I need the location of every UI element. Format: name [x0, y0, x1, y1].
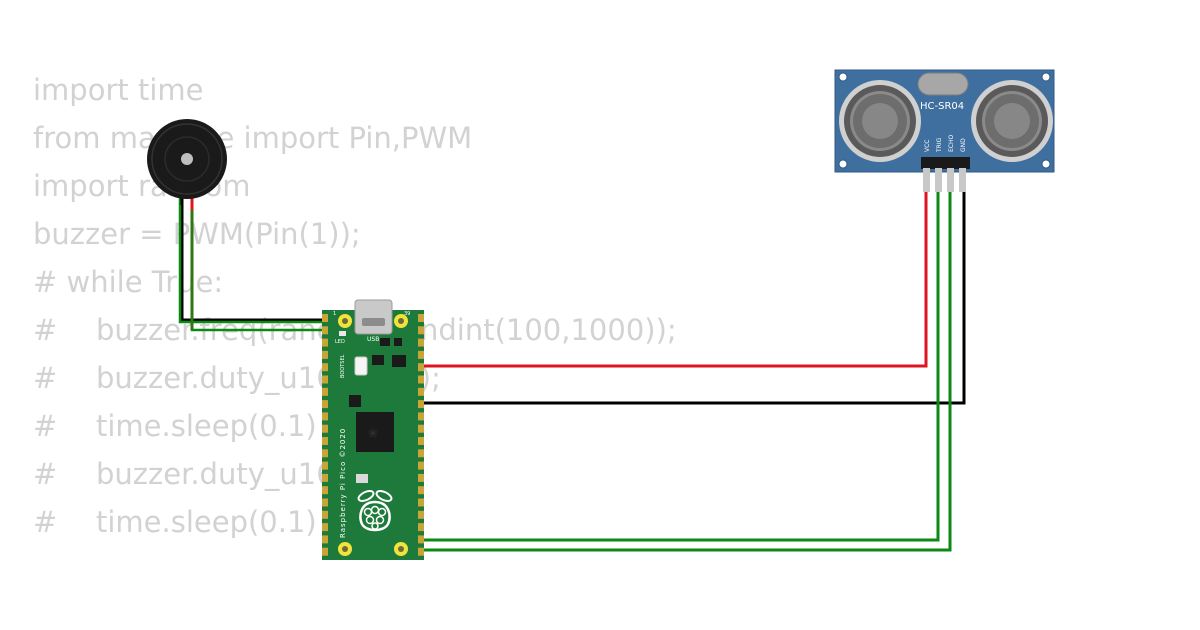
pin-39-label: 39: [404, 311, 410, 317]
usb-port[interactable]: [354, 299, 393, 335]
sensor-pin-echo-label: ECHO: [948, 135, 955, 152]
pico-pin-right[interactable]: [418, 437, 424, 445]
code-comment-marker: #: [33, 505, 58, 539]
pico-pin-left[interactable]: [322, 535, 328, 544]
pico-pin-left[interactable]: [322, 510, 328, 519]
led-label: LED: [335, 339, 345, 345]
pico-pin-left[interactable]: [322, 461, 328, 470]
pico-pin-left[interactable]: [322, 486, 328, 495]
pico-pin-headers: [322, 314, 424, 556]
pico-pin-right[interactable]: [418, 486, 424, 495]
code-line: # time.sleep(0.1): [33, 402, 677, 450]
pico-pin-left[interactable]: [322, 338, 328, 347]
code-comment-marker: #: [33, 409, 58, 443]
wire-trig-green[interactable]: [410, 190, 940, 542]
pico-pin-left[interactable]: [322, 314, 328, 322]
wire-gnd-black[interactable]: [410, 190, 966, 405]
pico-pin-left[interactable]: [322, 547, 328, 556]
pico-pin-left[interactable]: [322, 523, 328, 532]
pico-pin-right[interactable]: [418, 400, 424, 409]
pico-pin-right[interactable]: [418, 473, 424, 482]
pico-pin-left[interactable]: [322, 473, 328, 482]
piezo-buzzer-icon[interactable]: [147, 119, 227, 205]
code-comment-marker: #: [33, 313, 58, 347]
pico-pin-left[interactable]: [322, 424, 328, 433]
rp2040-chip: [356, 412, 394, 452]
code-line-text: import time: [33, 73, 204, 107]
wire-echo-green[interactable]: [410, 190, 952, 552]
sensor-pin-gnd-label: GND: [960, 138, 967, 152]
crystal: [356, 474, 368, 483]
onboard-led: [339, 331, 346, 336]
pico-pin-left[interactable]: [322, 350, 328, 359]
pico-pin-right[interactable]: [418, 412, 424, 421]
wire-buzzer-black[interactable]: [180, 186, 324, 322]
pico-pin-right[interactable]: [418, 424, 424, 433]
code-line-text: # while True:: [33, 265, 224, 299]
pico-pin-left[interactable]: [322, 363, 328, 372]
pico-pin-right[interactable]: [418, 547, 424, 556]
pico-pin-right[interactable]: [418, 314, 424, 322]
regulator-chip: [380, 338, 390, 346]
wires: [178, 186, 966, 552]
raspberry-logo-icon: [357, 490, 393, 532]
sensor-pin-trig-label: TRIG: [936, 137, 943, 153]
wire-buzzer-green-2[interactable]: [190, 210, 324, 332]
usb-label: USB: [367, 336, 379, 343]
pico-pin-right[interactable]: [418, 375, 424, 384]
bootsel-button[interactable]: [354, 356, 368, 376]
sensor-pin-header: [921, 157, 970, 169]
pin-1-label: 1: [333, 311, 336, 317]
ultrasonic-receiver-icon: [971, 80, 1053, 162]
sensor-model-label: HC-SR04: [920, 101, 964, 112]
svg-text:❀: ❀: [368, 426, 378, 440]
pico-pin-left[interactable]: [322, 375, 328, 384]
raspberry-pi-pico-board[interactable]: USB 1 39 LED BOOTSEL ❀: [322, 299, 424, 560]
pico-pin-right[interactable]: [418, 449, 424, 458]
pico-pin-right[interactable]: [418, 350, 424, 359]
wire-buzzer-green-1[interactable]: [178, 186, 324, 324]
code-line: # while True:: [33, 258, 677, 306]
pico-pin-right[interactable]: [418, 461, 424, 470]
hc-sr04-sensor[interactable]: HC-SR04 VCC TRIG ECHO GND: [834, 69, 1055, 192]
code-line-text: time.sleep(0.1): [96, 409, 317, 443]
pico-pin-right[interactable]: [418, 498, 424, 507]
pico-pin-left[interactable]: [322, 449, 328, 458]
code-line: buzzer = PWM(Pin(1));: [33, 210, 677, 258]
bootsel-label: BOOTSEL: [340, 354, 346, 378]
sensor-pin-vcc-label: VCC: [924, 140, 931, 152]
pico-pin-right[interactable]: [418, 523, 424, 532]
pico-pin-right[interactable]: [418, 387, 424, 396]
code-line: # time.sleep(0.1): [33, 498, 677, 546]
flash-chip: [349, 395, 361, 407]
sensor-crystal: [917, 72, 969, 96]
pico-pin-left[interactable]: [322, 412, 328, 421]
pico-pin-right[interactable]: [418, 338, 424, 347]
board-label: Raspberry Pi Pico ©2020: [339, 428, 347, 538]
pico-pin-left[interactable]: [322, 387, 328, 396]
wire-vcc-red[interactable]: [410, 190, 928, 368]
pico-pin-left[interactable]: [322, 400, 328, 409]
code-line: import time: [33, 66, 677, 114]
pico-pin-left[interactable]: [322, 326, 328, 335]
code-comment-marker: #: [33, 361, 58, 395]
code-line-text: buzzer = PWM(Pin(1));: [33, 217, 361, 251]
pico-pin-right[interactable]: [418, 326, 424, 335]
code-line-text: time.sleep(0.1): [96, 505, 317, 539]
pico-pin-right[interactable]: [418, 363, 424, 372]
pico-pin-left[interactable]: [322, 437, 328, 445]
pico-pin-left[interactable]: [322, 498, 328, 507]
ultrasonic-transducer-icon: [839, 80, 921, 162]
pico-pin-right[interactable]: [418, 510, 424, 519]
pico-pin-right[interactable]: [418, 535, 424, 544]
code-comment-marker: #: [33, 457, 58, 491]
